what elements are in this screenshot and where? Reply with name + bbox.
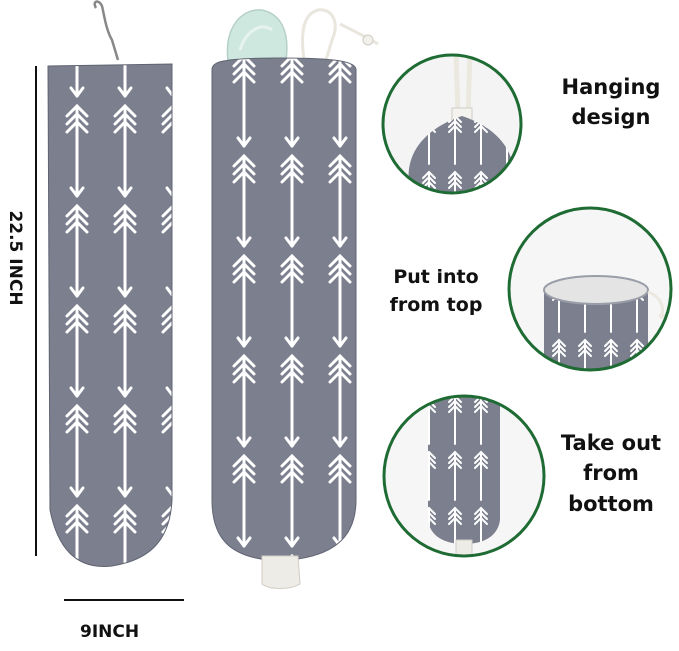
feature-label-hanging: Hanging design [546,72,676,133]
detail-circle-hanging [381,53,523,195]
feature-line: Put into [393,266,479,288]
bag-filled-view [211,8,379,589]
detail-circle-bottom [382,394,546,558]
feature-line: bottom [568,491,654,516]
height-label: 22.5 INCH [5,210,25,306]
feature-line: design [571,105,651,130]
feature-line: Hanging [561,75,661,99]
feature-label-bottom: Take out from bottom [546,428,676,519]
feature-line: Take out [560,431,662,455]
detail-circle-top [507,206,673,372]
feature-line: from [583,461,639,486]
feature-label-top: Put into from top [368,264,504,319]
feature-line: from top [389,293,483,316]
bag-front-view [47,0,173,567]
width-label: 9INCH [80,622,140,642]
